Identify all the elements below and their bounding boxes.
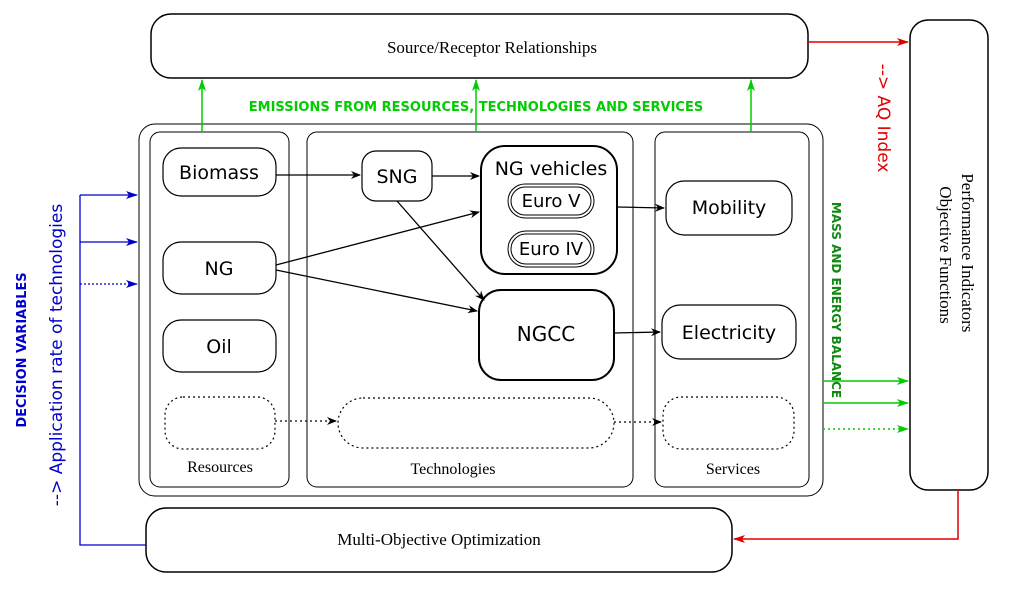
mass-energy-label: MASS AND ENERGY BALANCE <box>829 202 843 398</box>
arrow-ng-to-ngcc <box>275 269 478 314</box>
performance-indicators-line: Performance Indicators <box>958 173 977 332</box>
ngcc-label: NGCC <box>517 322 575 346</box>
technology-placeholder-node <box>337 397 615 449</box>
feedback-arrow-to-optimization <box>733 490 959 543</box>
euro-iv-label: Euro IV <box>519 239 584 260</box>
resources-group-box <box>149 131 290 488</box>
ng-vehicles-label: NG vehicles <box>495 158 608 180</box>
sng-label: SNG <box>377 166 418 188</box>
decision-variables-label: DECISION VARIABLES <box>15 272 30 427</box>
ng-label: NG <box>205 258 234 280</box>
performance-indicators-label: Performance Indicators Objective Functio… <box>936 173 977 336</box>
euro-v-inner-ring <box>510 186 592 216</box>
aq-index-label: --> AQ Index <box>873 64 893 173</box>
technologies-group-box <box>306 131 634 488</box>
performance-indicators-box <box>909 19 989 491</box>
euro-v-node <box>507 183 595 219</box>
application-rate-label: --> Application rate of technologies <box>47 204 67 507</box>
arrow-ngcc-to-electricity <box>613 328 661 337</box>
source-receptor-label: Source/Receptor Relationships <box>387 38 597 57</box>
mobility-node <box>665 180 793 236</box>
euro-v-label: Euro V <box>522 191 582 212</box>
arrow-ng-to-ng-vehicles <box>275 210 480 266</box>
services-group-box <box>654 131 810 488</box>
mobility-label: Mobility <box>692 197 767 219</box>
optimization-label: Multi-Objective Optimization <box>337 530 541 549</box>
service-placeholder-node <box>662 396 795 450</box>
services-group-label: Services <box>706 461 760 478</box>
ngcc-node <box>478 289 615 381</box>
technologies-group-label: Technologies <box>410 461 495 478</box>
resource-placeholder-node <box>164 396 276 450</box>
oil-node <box>162 319 277 373</box>
arrow-ng-vehicles-to-mobility <box>616 203 665 212</box>
biomass-label: Biomass <box>179 162 259 184</box>
resources-group-label: Resources <box>187 459 253 476</box>
euro-iv-inner-ring <box>510 233 592 265</box>
source-receptor-box <box>150 13 809 79</box>
euro-iv-node <box>507 230 595 268</box>
arrow-sng-to-ngcc <box>396 200 485 301</box>
emissions-label: EMISSIONS FROM RESOURCES, TECHNOLOGIES A… <box>249 100 703 115</box>
decision-feedback-line <box>79 195 146 546</box>
electricity-node <box>661 304 797 360</box>
ng-node <box>162 241 277 295</box>
objective-functions-line: Objective Functions <box>936 186 955 323</box>
optimization-box <box>145 507 733 573</box>
biomass-node <box>162 147 277 197</box>
system-outer-box <box>138 123 824 497</box>
oil-label: Oil <box>206 336 232 358</box>
electricity-label: Electricity <box>682 322 776 344</box>
